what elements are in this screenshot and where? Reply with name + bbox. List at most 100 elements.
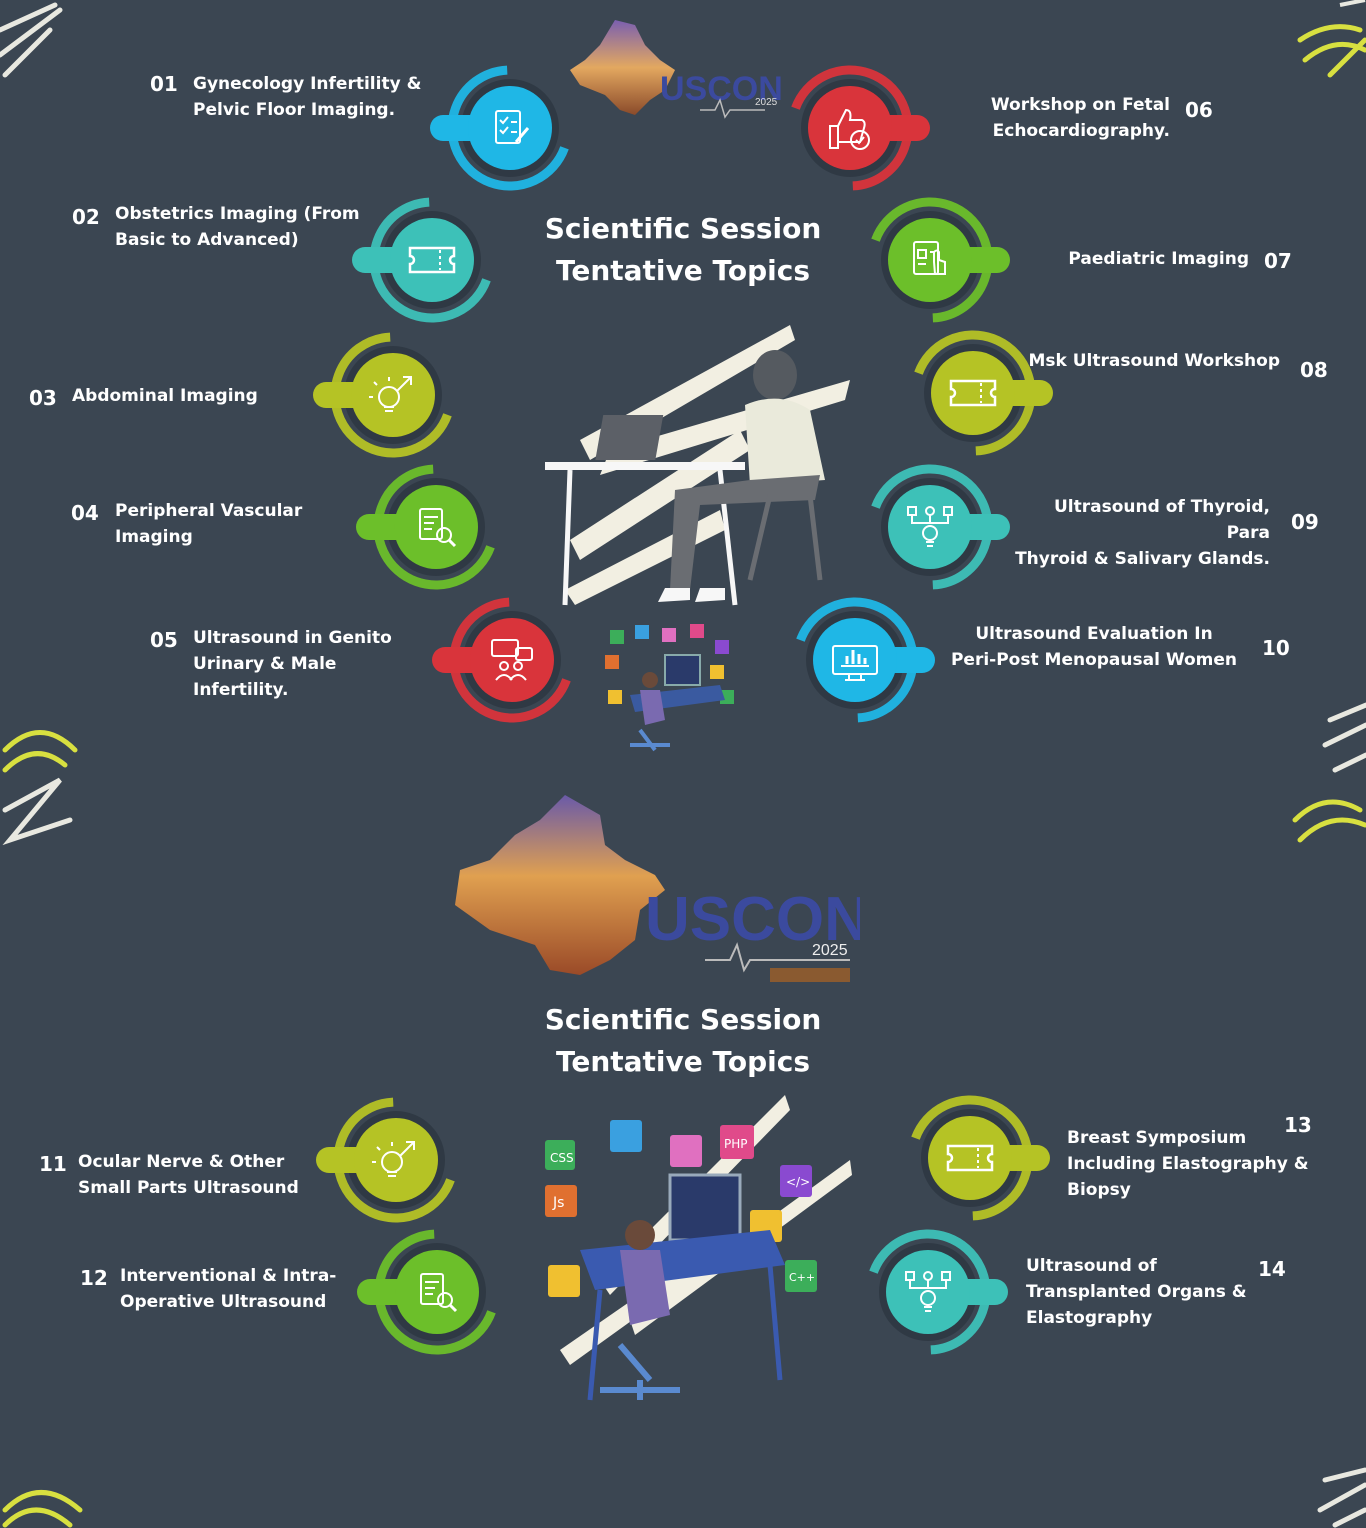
section1-heading-line2: Tentative Topics [555, 254, 811, 287]
svg-text:CSS: CSS [550, 1151, 574, 1165]
lightbulb-icon [369, 376, 412, 412]
topic-number-14: 14 [1258, 1257, 1286, 1281]
topic-title-line: Transplanted Organs & [1026, 1282, 1247, 1302]
topic-title-line: Including Elastography & [1067, 1154, 1309, 1174]
topic-title-10: Ultrasound Evaluation In Peri-Post Menop… [950, 621, 1238, 673]
topic-badge-06 [770, 48, 930, 208]
topic-title-line: Infertility. [193, 680, 289, 700]
topic-title-line: Obstetrics Imaging (From [115, 204, 360, 224]
checklist-icon [495, 110, 530, 144]
topic-number-10: 10 [1262, 636, 1290, 660]
topic-number-09: 09 [1291, 510, 1319, 534]
topic-title-line: Elastography [1026, 1308, 1153, 1328]
lightbulb-icon [372, 1141, 415, 1177]
woman-laptop-illustration [545, 325, 850, 606]
topic-badge-03 [313, 315, 473, 475]
topic-title-line: Ocular Nerve & Other [78, 1152, 285, 1172]
clipboard-hand-icon [913, 241, 946, 275]
topic-title-line: Biopsy [1067, 1180, 1131, 1200]
topic-title-09: Ultrasound of Thyroid, Para Thyroid & Sa… [1005, 494, 1270, 572]
topic-number-01: 01 [150, 72, 178, 96]
topic-title-line: Urinary & Male [193, 654, 337, 674]
topic-title-07: Paediatric Imaging [1020, 246, 1249, 272]
topic-title-line: Paediatric Imaging [1068, 249, 1249, 269]
topic-number-08: 08 [1300, 358, 1328, 382]
document-search-icon [419, 508, 457, 548]
topic-badge-10 [775, 580, 935, 740]
topic-badge-09 [850, 447, 1010, 607]
topic-title-08: Msk Ultrasound Workshop [1020, 348, 1280, 374]
topic-title-04: Peripheral Vascular Imaging [115, 498, 302, 550]
svg-text:C++: C++ [789, 1271, 815, 1284]
uscon-logo-small: USCON 2025 [565, 15, 785, 125]
topic-number-07: 07 [1264, 249, 1292, 273]
topic-title-line: Imaging [115, 527, 193, 547]
thumbs-up-icon [829, 108, 870, 150]
svg-text:PHP: PHP [724, 1137, 748, 1151]
section2-heading-line1: Scientific Session [544, 1003, 822, 1036]
chat-people-icon [491, 639, 533, 681]
svg-text:</>: </> [786, 1175, 810, 1189]
topic-badge-13 [890, 1078, 1050, 1238]
scribble-top-left [0, 2, 63, 78]
topic-badge-14 [848, 1212, 1008, 1372]
topic-title-02: Obstetrics Imaging (From Basic to Advanc… [115, 201, 360, 253]
document-search-icon [420, 1273, 458, 1313]
ticket-icon [408, 246, 456, 274]
topic-title-line: Small Parts Ultrasound [78, 1178, 299, 1198]
section2-heading-line2: Tentative Topics [555, 1045, 811, 1078]
scribble-top-right [1297, 0, 1366, 78]
section2-heading: Scientific Session Tentative Topics [483, 999, 883, 1083]
topic-badge-12 [357, 1212, 517, 1372]
topic-badge-07 [850, 180, 1010, 340]
topic-title-line: Ultrasound of [1026, 1256, 1157, 1276]
topic-badge-02 [352, 180, 512, 340]
topic-badge-05 [432, 580, 592, 740]
topic-title-line: Pelvic Floor Imaging. [193, 100, 396, 120]
topic-number-05: 05 [150, 628, 178, 652]
topic-number-03: 03 [29, 386, 57, 410]
network-bulb-icon [905, 1271, 951, 1312]
topic-title-line: Thyroid & Salivary Glands. [1015, 549, 1270, 569]
topic-number-13: 13 [1284, 1113, 1312, 1137]
topic-title-line: Peri-Post Menopausal Women [950, 650, 1238, 670]
monitor-chart-icon [832, 645, 878, 681]
topic-title-line: Basic to Advanced) [115, 230, 299, 250]
network-bulb-icon [907, 506, 953, 547]
topic-badge-08 [893, 313, 1053, 473]
topic-title-12: Interventional & Intra- Operative Ultras… [120, 1263, 336, 1315]
topic-number-06: 06 [1185, 98, 1213, 122]
topic-title-line: Gynecology Infertility & [193, 74, 422, 94]
developer-illustration-large: CSS PHP </> Js C++ [545, 1095, 852, 1401]
logo-year: 2025 [755, 97, 778, 108]
svg-text:Js: Js [552, 1195, 564, 1211]
topic-badge-11 [316, 1080, 476, 1240]
topic-title-13: Breast Symposium Including Elastography … [1067, 1125, 1309, 1203]
section1-heading-line1: Scientific Session [544, 212, 822, 245]
topic-title-line: Interventional & Intra- [120, 1266, 337, 1286]
topic-number-12: 12 [80, 1266, 108, 1290]
section1-heading: Scientific Session Tentative Topics [483, 208, 883, 292]
topic-badge-04 [356, 447, 516, 607]
topic-number-02: 02 [72, 205, 100, 229]
topic-title-line: Ultrasound Evaluation In [975, 624, 1213, 644]
logo-text: USCON [645, 885, 860, 954]
topic-title-line: Ultrasound of Thyroid, Para [1054, 497, 1270, 543]
topic-title-05: Ultrasound in Genito Urinary & Male Infe… [193, 625, 392, 703]
topic-title-11: Ocular Nerve & Other Small Parts Ultraso… [78, 1149, 299, 1201]
topic-title-03: Abdominal Imaging [72, 383, 258, 409]
logo-text: USCON [660, 70, 783, 108]
topic-badge-01 [430, 48, 590, 208]
scribble-mid-left [2, 730, 78, 846]
developer-illustration-small [605, 624, 734, 752]
logo-year: 2025 [812, 942, 848, 959]
ticket-icon [946, 1144, 994, 1172]
topic-title-line: Abdominal Imaging [72, 386, 258, 406]
topic-title-01: Gynecology Infertility & Pelvic Floor Im… [193, 71, 421, 123]
topic-title-line: Peripheral Vascular [115, 501, 303, 521]
topic-title-line: Workshop on Fetal [990, 95, 1170, 115]
topic-title-line: Ultrasound in Genito [193, 628, 392, 648]
topic-number-04: 04 [71, 501, 99, 525]
topic-title-line: Breast Symposium [1067, 1128, 1247, 1148]
scribble-bottom-left [2, 1490, 83, 1528]
